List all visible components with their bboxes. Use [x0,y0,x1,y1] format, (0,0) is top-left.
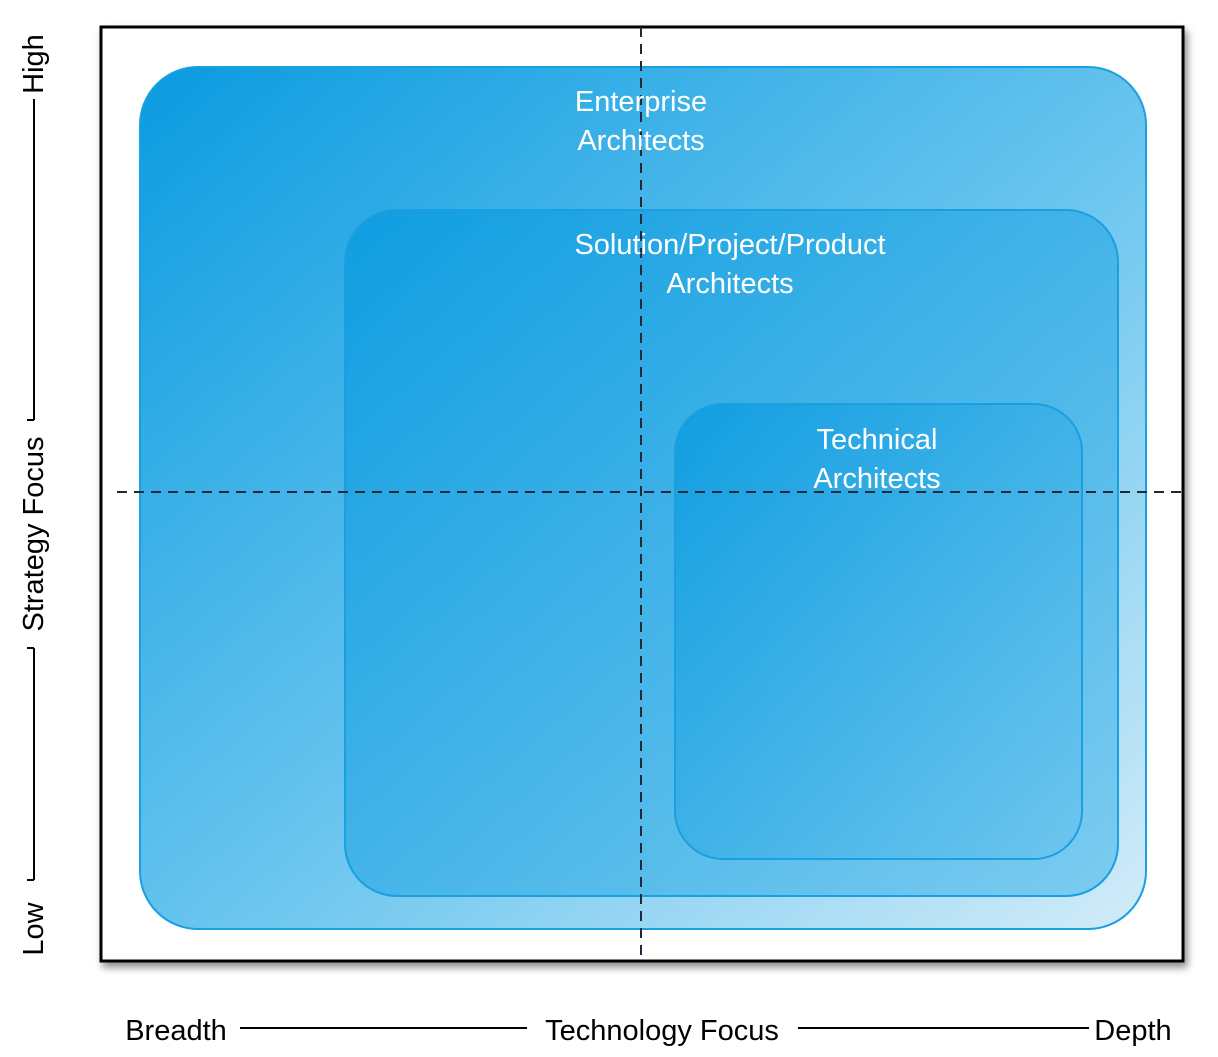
solution-label-line2: Architects [666,268,793,300]
y-axis-title: Strategy Focus [18,436,50,631]
enterprise-label-line1: Enterprise [575,86,707,118]
x-axis-depth-label: Depth [1094,1015,1171,1047]
technical-label-line1: Technical [817,424,938,456]
x-axis: Breadth Technology Focus Depth [125,1015,1171,1047]
x-axis-breadth-label: Breadth [125,1015,227,1047]
x-axis-title: Technology Focus [545,1015,779,1047]
enterprise-label-line2: Architects [577,125,704,157]
solution-label-line1: Solution/Project/Product [574,229,885,261]
technical-label-line2: Architects [813,463,940,495]
y-axis-low-label: Low [18,901,50,955]
y-axis: High Strategy Focus Low [18,34,50,955]
technical-architects-box [674,403,1083,860]
y-axis-high-label: High [18,34,50,94]
